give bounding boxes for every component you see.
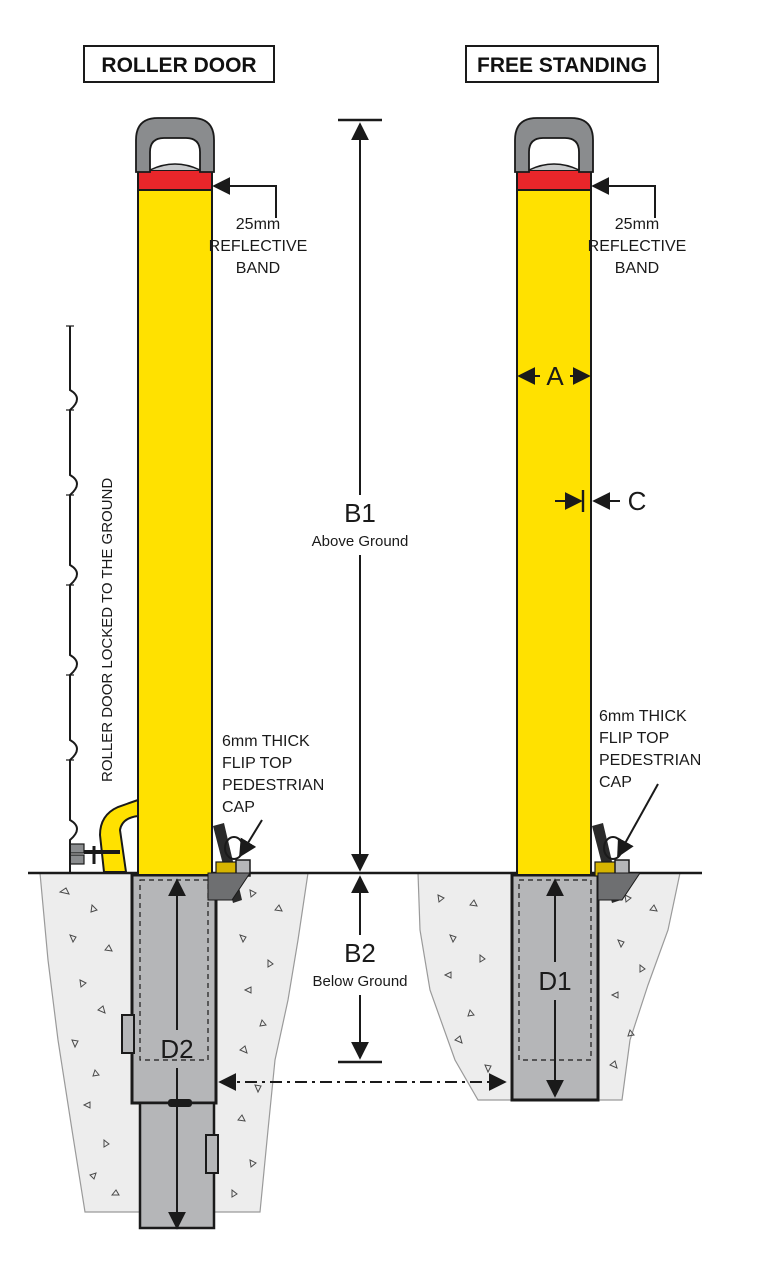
left-cap-leader — [239, 819, 263, 858]
roller-door-note: ROLLER DOOR LOCKED TO THE GROUND — [99, 478, 116, 782]
left-band-size: 25mm — [236, 216, 280, 233]
right-band-size: 25mm — [615, 216, 659, 233]
dim-b1-sublabel: Above Ground — [312, 533, 409, 550]
left-handle — [135, 117, 215, 173]
left-ground-sleeve — [130, 873, 218, 1105]
left-cap-line4: CAP — [222, 799, 255, 816]
roller-door-bracket — [69, 798, 139, 873]
right-cap-leader — [617, 783, 659, 858]
heading-free-standing-text: FREE STANDING — [477, 54, 647, 77]
left-cap-line2: FLIP TOP — [222, 755, 292, 772]
heading-free-standing: FREE STANDING — [465, 45, 659, 83]
right-cap-line3: PEDESTRIAN — [599, 752, 701, 769]
left-cap-line3: PEDESTRIAN — [222, 777, 324, 794]
right-band-leader — [591, 177, 656, 218]
dimension-b2 — [338, 875, 382, 1064]
left-band-leader — [212, 177, 277, 218]
right-band-line1: REFLECTIVE — [588, 238, 687, 255]
left-flip-cap — [207, 823, 251, 903]
right-cap-line1: 6mm THICK — [599, 708, 687, 725]
dim-a-label: A — [546, 361, 564, 391]
right-flip-cap — [592, 823, 641, 903]
right-handle — [514, 117, 594, 173]
left-post — [137, 187, 213, 876]
dimension-b1 — [338, 118, 382, 872]
dim-b2-sublabel: Below Ground — [312, 973, 407, 990]
dim-c-label: C — [628, 486, 647, 516]
dim-b1-label: B1 — [344, 498, 376, 528]
left-cap-line1: 6mm THICK — [222, 733, 310, 750]
right-post — [516, 187, 592, 876]
left-reflective-band — [137, 169, 213, 191]
dim-d1-label: D1 — [538, 966, 571, 996]
right-cap-line2: FLIP TOP — [599, 730, 669, 747]
dim-d2-label: D2 — [160, 1034, 193, 1064]
dim-b2-label: B2 — [344, 938, 376, 968]
right-cap-line4: CAP — [599, 774, 632, 791]
heading-roller-door: ROLLER DOOR — [83, 45, 275, 83]
dimension-c — [555, 490, 620, 512]
right-reflective-band — [516, 169, 592, 191]
left-band-line2: BAND — [236, 260, 280, 277]
right-band-line2: BAND — [615, 260, 659, 277]
left-band-line1: REFLECTIVE — [209, 238, 308, 255]
roller-door-slats — [66, 325, 74, 761]
roller-door-profile — [69, 326, 78, 872]
concrete-aggregate — [58, 887, 658, 1198]
heading-roller-door-text: ROLLER DOOR — [101, 54, 256, 77]
